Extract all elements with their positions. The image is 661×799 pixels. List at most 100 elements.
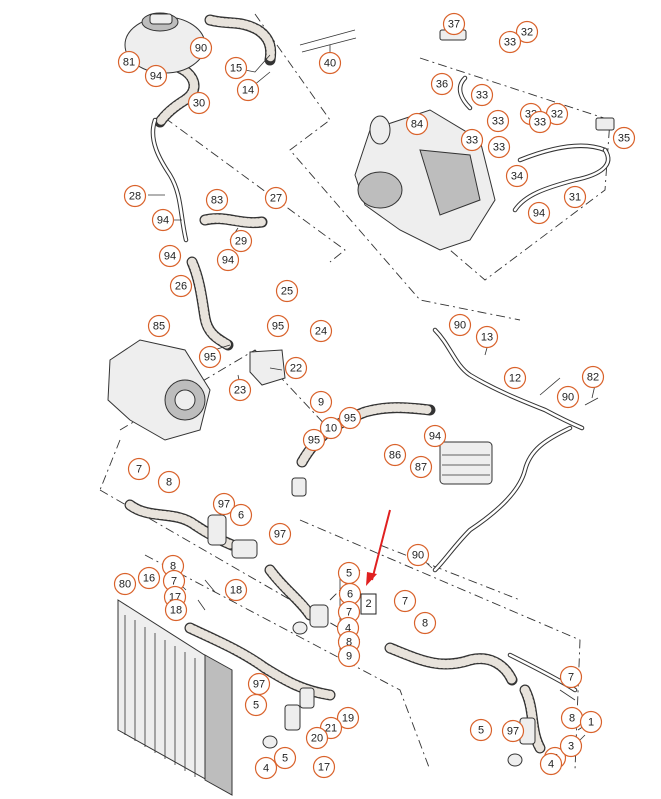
callout-circle	[336, 706, 360, 730]
callout-8[interactable]: 8	[560, 706, 584, 730]
callout-81[interactable]: 81	[117, 50, 141, 74]
callout-7[interactable]: 7	[393, 589, 417, 613]
callout-number: 33	[492, 116, 504, 128]
callout-83[interactable]: 83	[205, 188, 229, 212]
callout-4[interactable]: 4	[254, 756, 278, 780]
callout-80[interactable]: 80	[113, 572, 137, 596]
callout-12[interactable]: 12	[503, 366, 527, 390]
callout-13[interactable]: 13	[475, 325, 499, 349]
expansion-tank	[124, 12, 206, 74]
callout-94[interactable]: 94	[216, 248, 240, 272]
water-pump	[107, 339, 211, 441]
callout-97[interactable]: 97	[247, 672, 271, 696]
callout-32[interactable]: 32	[515, 20, 539, 44]
callout-32[interactable]: 32	[545, 102, 569, 126]
callout-94[interactable]: 94	[527, 201, 551, 225]
callout-9[interactable]: 9	[337, 644, 361, 668]
callout-9[interactable]: 9	[309, 390, 333, 414]
highlighted-part-box[interactable]: 2	[360, 593, 377, 615]
callout-37[interactable]: 37	[442, 12, 466, 36]
callout-36[interactable]: 36	[430, 72, 454, 96]
callout-16[interactable]: 16	[137, 566, 161, 590]
callout-3[interactable]: 3	[559, 734, 583, 758]
callout-number: 94	[164, 251, 176, 263]
callout-circle	[503, 366, 527, 390]
callout-33[interactable]: 33	[486, 109, 510, 133]
callout-18[interactable]: 18	[164, 598, 188, 622]
callout-7[interactable]: 7	[337, 600, 361, 624]
callout-circle	[393, 589, 417, 613]
callout-97[interactable]: 97	[268, 522, 292, 546]
callout-86[interactable]: 86	[383, 443, 407, 467]
callout-5[interactable]: 5	[469, 718, 493, 742]
callout-90[interactable]: 90	[448, 313, 472, 337]
callout-94[interactable]: 94	[151, 208, 175, 232]
callout-97[interactable]: 97	[501, 719, 525, 743]
callout-19[interactable]: 19	[336, 706, 360, 730]
callout-85[interactable]: 85	[147, 314, 171, 338]
callout-23[interactable]: 23	[228, 378, 252, 402]
callout-18[interactable]: 18	[224, 578, 248, 602]
callout-circle	[187, 91, 211, 115]
callout-circle	[498, 30, 522, 54]
callout-24[interactable]: 24	[309, 319, 333, 343]
callout-97[interactable]: 97	[212, 492, 236, 516]
callout-17[interactable]: 17	[312, 755, 336, 779]
callout-26[interactable]: 26	[169, 274, 193, 298]
callout-6[interactable]: 6	[229, 503, 253, 527]
callout-15[interactable]: 15	[224, 56, 248, 80]
callout-circle	[127, 457, 151, 481]
callout-14[interactable]: 14	[236, 78, 260, 102]
callout-circle	[581, 365, 605, 389]
callout-1[interactable]: 1	[579, 710, 603, 734]
callout-8[interactable]: 8	[157, 470, 181, 494]
callout-number: 1	[588, 717, 594, 729]
callout-40[interactable]: 40	[318, 51, 342, 75]
callout-7[interactable]: 7	[559, 665, 583, 689]
callout-90[interactable]: 90	[406, 543, 430, 567]
callout-94[interactable]: 94	[144, 64, 168, 88]
callout-5[interactable]: 5	[244, 693, 268, 717]
callout-95[interactable]: 95	[302, 428, 326, 452]
callout-87[interactable]: 87	[409, 455, 433, 479]
part-callouts: 9081943015144037323336333332843332333533…	[113, 12, 636, 780]
callout-33[interactable]: 33	[487, 135, 511, 159]
callout-27[interactable]: 27	[264, 186, 288, 210]
callout-33[interactable]: 33	[470, 83, 494, 107]
callout-90[interactable]: 90	[556, 385, 580, 409]
callout-94[interactable]: 94	[423, 424, 447, 448]
callout-5[interactable]: 5	[337, 561, 361, 585]
callout-90[interactable]: 90	[189, 36, 213, 60]
callout-number: 5	[253, 700, 259, 712]
callout-circle	[409, 455, 433, 479]
callout-number: 30	[193, 98, 205, 110]
callout-4[interactable]: 4	[539, 752, 563, 776]
callout-8[interactable]: 8	[413, 611, 437, 635]
callout-95[interactable]: 95	[338, 406, 362, 430]
callout-22[interactable]: 22	[284, 356, 308, 380]
callout-number: 8	[166, 477, 172, 489]
callout-5[interactable]: 5	[273, 746, 297, 770]
callout-30[interactable]: 30	[187, 91, 211, 115]
callout-33[interactable]: 33	[528, 110, 552, 134]
callout-35[interactable]: 35	[612, 126, 636, 150]
callout-82[interactable]: 82	[581, 365, 605, 389]
callout-33[interactable]: 33	[460, 128, 484, 152]
callout-7[interactable]: 7	[127, 457, 151, 481]
callout-84[interactable]: 84	[405, 112, 429, 136]
callout-10[interactable]: 10	[319, 416, 343, 440]
callout-number: 97	[274, 529, 286, 541]
callout-31[interactable]: 31	[563, 185, 587, 209]
callout-number: 28	[129, 191, 141, 203]
callout-95[interactable]: 95	[198, 345, 222, 369]
callout-34[interactable]: 34	[505, 164, 529, 188]
callout-33[interactable]: 33	[498, 30, 522, 54]
callout-25[interactable]: 25	[275, 279, 299, 303]
callout-number: 90	[562, 392, 574, 404]
callout-20[interactable]: 20	[305, 726, 329, 750]
callout-28[interactable]: 28	[123, 184, 147, 208]
callout-29[interactable]: 29	[229, 229, 253, 253]
radiator	[117, 599, 233, 796]
callout-94[interactable]: 94	[158, 244, 182, 268]
callout-95[interactable]: 95	[266, 314, 290, 338]
